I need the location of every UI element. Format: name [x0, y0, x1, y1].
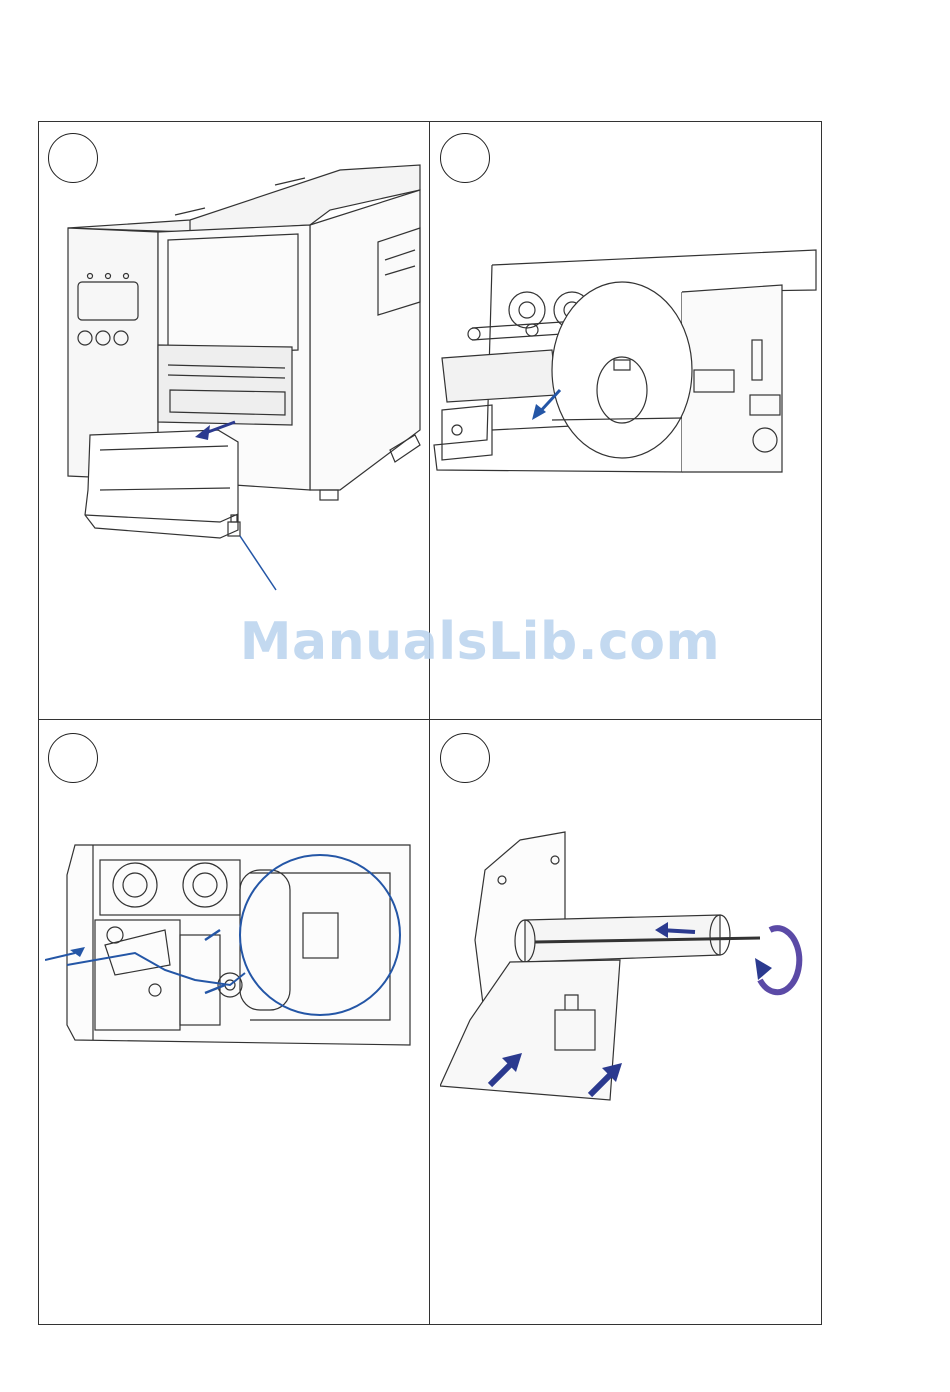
grid-divider-horizontal	[38, 719, 822, 720]
step-circle-4	[440, 733, 490, 783]
rewind-spindle-illustration	[440, 820, 810, 1110]
step-circle-3	[48, 733, 98, 783]
printer-media-path-illustration	[45, 835, 415, 1060]
printer-front-illustration	[40, 150, 428, 600]
grid-divider-vertical	[429, 121, 430, 1325]
step-circle-2	[440, 133, 490, 183]
watermark: ManualsLib.com	[0, 612, 950, 672]
printer-side-illustration	[432, 240, 820, 520]
